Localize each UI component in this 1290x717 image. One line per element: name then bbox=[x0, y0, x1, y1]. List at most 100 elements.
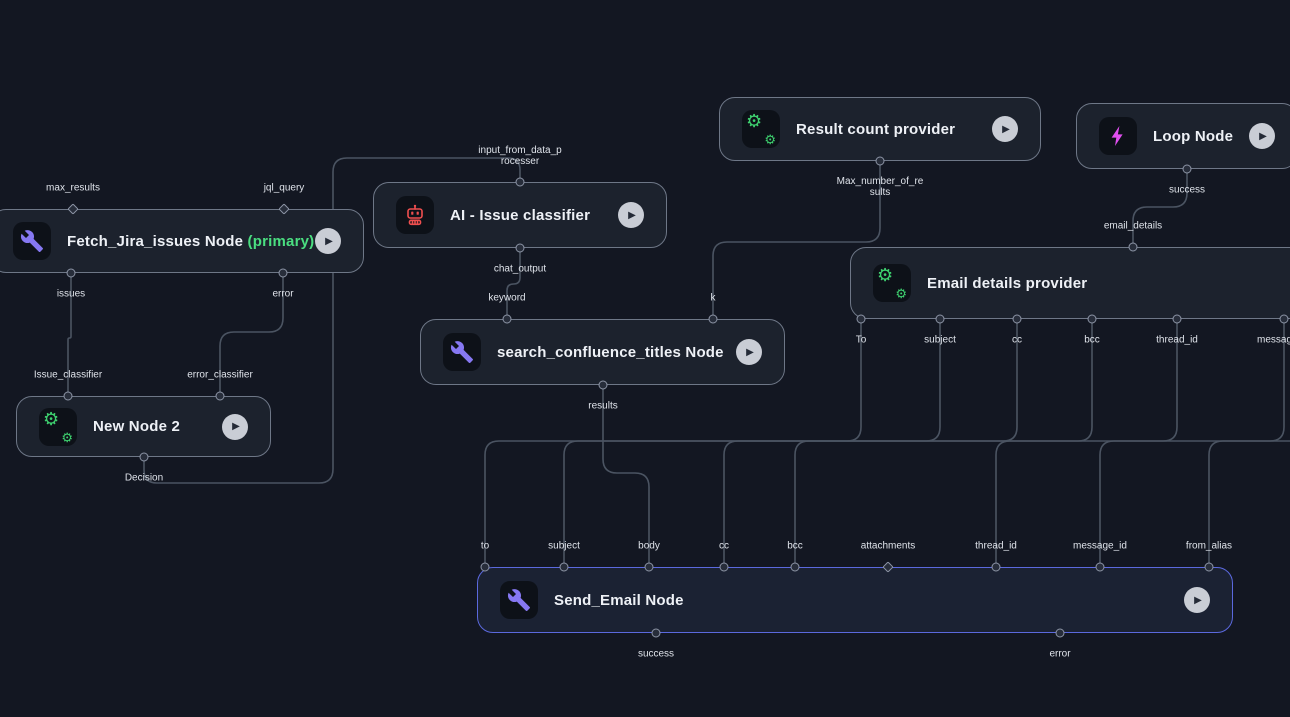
port-label-subject: subject bbox=[924, 334, 956, 346]
port-label-cc: cc bbox=[1012, 334, 1022, 346]
node-email_details_provider[interactable]: ⚙⚙Email details provider▶ bbox=[850, 247, 1290, 319]
node-title: Fetch_Jira_issues Node (primary) bbox=[67, 232, 315, 250]
input-handle-from_alias[interactable] bbox=[1204, 562, 1214, 572]
port-label-body: body bbox=[638, 540, 660, 552]
output-handle-error[interactable] bbox=[278, 268, 288, 278]
output-handle-bcc[interactable] bbox=[1087, 314, 1097, 324]
run-node-button[interactable]: ▶ bbox=[222, 413, 248, 440]
edge-email_details_provider.bcc-to-send_email.bcc[interactable] bbox=[794, 319, 1093, 567]
play-icon: ▶ bbox=[1002, 123, 1010, 135]
input-handle-keyword[interactable] bbox=[502, 314, 512, 324]
input-handle-Issue_classifier[interactable] bbox=[63, 391, 73, 401]
output-handle-success[interactable] bbox=[651, 628, 661, 638]
node-ai_issue_classifier[interactable]: AI - Issue classifier ▶ bbox=[373, 182, 667, 248]
port-label-message_id: message_id bbox=[1073, 540, 1127, 552]
port-label-thread_id: thread_id bbox=[975, 540, 1017, 552]
node-search_confluence_titles[interactable]: search_confluence_titles Node ▶ bbox=[420, 319, 785, 385]
play-icon: ▶ bbox=[746, 346, 754, 358]
input-handle-error_classifier[interactable] bbox=[215, 391, 225, 401]
output-handle-Max_number_of_results[interactable] bbox=[875, 156, 885, 166]
output-handle-cc[interactable] bbox=[1012, 314, 1022, 324]
port-label-success: success bbox=[637, 648, 675, 660]
edge-email_details_provider.thread_id-to-send_email.thread_id[interactable] bbox=[995, 319, 1178, 567]
play-icon: ▶ bbox=[232, 421, 240, 432]
wrench-icon bbox=[500, 581, 538, 619]
input-handle-message_id[interactable] bbox=[1095, 562, 1105, 572]
node-loop_node[interactable]: Loop Node ▶ bbox=[1076, 103, 1290, 169]
port-label-error: error bbox=[272, 288, 294, 300]
node-new_node_2[interactable]: ⚙⚙New Node 2▶ bbox=[16, 396, 271, 457]
bolt-icon bbox=[1099, 117, 1137, 155]
edge-new_node_2.Decision-to-ai_issue_classifier.input_from_data_processer[interactable] bbox=[143, 157, 521, 484]
output-handle-results[interactable] bbox=[598, 380, 608, 390]
port-label-bcc: bcc bbox=[787, 540, 803, 552]
robot-icon bbox=[396, 196, 434, 234]
node-fetch_jira_issues[interactable]: Fetch_Jira_issues Node (primary) ▶ bbox=[0, 209, 364, 273]
port-label-Decision: Decision bbox=[124, 472, 164, 484]
run-node-button[interactable]: ▶ bbox=[1184, 587, 1210, 613]
input-handle-body[interactable] bbox=[644, 562, 654, 572]
gears-icon: ⚙⚙ bbox=[742, 110, 780, 148]
port-label-message_id: message_id bbox=[1257, 334, 1290, 346]
wrench-icon bbox=[13, 222, 51, 260]
port-label-thread_id: thread_id bbox=[1156, 334, 1198, 346]
output-handle-chat_output[interactable] bbox=[515, 243, 525, 253]
port-label-cc: cc bbox=[719, 540, 729, 552]
input-handle-subject[interactable] bbox=[559, 562, 569, 572]
run-node-button[interactable]: ▶ bbox=[736, 339, 762, 365]
input-handle-bcc[interactable] bbox=[790, 562, 800, 572]
input-handle-to[interactable] bbox=[480, 562, 490, 572]
edge-email_details_provider.output_7-to-send_email.from_alias[interactable] bbox=[1208, 319, 1290, 567]
output-handle-issues[interactable] bbox=[66, 268, 76, 278]
port-label-max_results: max_results bbox=[46, 182, 100, 194]
run-node-button[interactable]: ▶ bbox=[315, 228, 341, 254]
run-node-button[interactable]: ▶ bbox=[618, 202, 644, 228]
output-handle-success[interactable] bbox=[1182, 164, 1192, 174]
port-label-success: success bbox=[1168, 184, 1206, 196]
run-node-button[interactable]: ▶ bbox=[1249, 123, 1275, 149]
port-label-bcc: bcc bbox=[1084, 334, 1100, 346]
play-icon: ▶ bbox=[325, 235, 333, 247]
edge-email_details_provider.message_id-to-send_email.message_id[interactable] bbox=[1099, 319, 1285, 567]
port-label-chat_output: chat_output bbox=[493, 263, 547, 275]
port-label-from_alias: from_alias bbox=[1185, 540, 1233, 552]
edge-search_confluence_titles.results-to-send_email.body[interactable] bbox=[602, 385, 650, 567]
output-handle-error[interactable] bbox=[1055, 628, 1065, 638]
node-result_count_provider[interactable]: ⚙⚙Result count provider▶ bbox=[719, 97, 1041, 161]
edge-ai_issue_classifier.chat_output-to-search_confluence_titles.keyword[interactable] bbox=[506, 248, 521, 319]
port-label-issues: issues bbox=[56, 288, 86, 300]
input-handle-email_details[interactable] bbox=[1128, 242, 1138, 252]
output-handle-message_id[interactable] bbox=[1279, 314, 1289, 324]
input-handle-thread_id[interactable] bbox=[991, 562, 1001, 572]
play-icon: ▶ bbox=[628, 209, 636, 221]
input-handle-k[interactable] bbox=[708, 314, 718, 324]
port-label-to: to bbox=[480, 540, 490, 552]
run-node-button[interactable]: ▶ bbox=[992, 116, 1018, 142]
port-label-results: results bbox=[588, 400, 618, 412]
node-title: New Node 2 bbox=[93, 418, 181, 435]
port-label-error: error bbox=[1049, 648, 1071, 660]
output-handle-To[interactable] bbox=[856, 314, 866, 324]
node-title: search_confluence_titles Node bbox=[497, 343, 724, 361]
input-handle-input_from_data_processer[interactable] bbox=[515, 177, 525, 187]
output-handle-thread_id[interactable] bbox=[1172, 314, 1182, 324]
edge-fetch_jira_issues.error-to-new_node_2.error_classifier[interactable] bbox=[219, 273, 284, 396]
input-handle-cc[interactable] bbox=[719, 562, 729, 572]
node-title: AI - Issue classifier bbox=[450, 206, 591, 224]
output-handle-subject[interactable] bbox=[935, 314, 945, 324]
edge-result_count_provider.Max_number_of_results-to-search_confluence_titles.k[interactable] bbox=[712, 161, 881, 319]
port-label-k: k bbox=[710, 292, 716, 304]
play-icon: ▶ bbox=[1259, 130, 1267, 142]
output-handle-Decision[interactable] bbox=[139, 452, 149, 462]
port-label-subject: subject bbox=[548, 540, 580, 552]
edge-fetch_jira_issues.issues-to-new_node_2.Issue_classifier[interactable] bbox=[67, 273, 72, 396]
node-send_email[interactable]: Send_Email Node ▶ bbox=[477, 567, 1233, 633]
port-label-error_classifier: error_classifier bbox=[187, 369, 253, 381]
node-title: Send_Email Node bbox=[554, 591, 684, 609]
node-title: Loop Node bbox=[1153, 127, 1234, 145]
port-label-Issue_classifier: Issue_classifier bbox=[33, 369, 103, 381]
edge-loop_node.success-to-email_details_provider.email_details[interactable] bbox=[1132, 169, 1188, 247]
